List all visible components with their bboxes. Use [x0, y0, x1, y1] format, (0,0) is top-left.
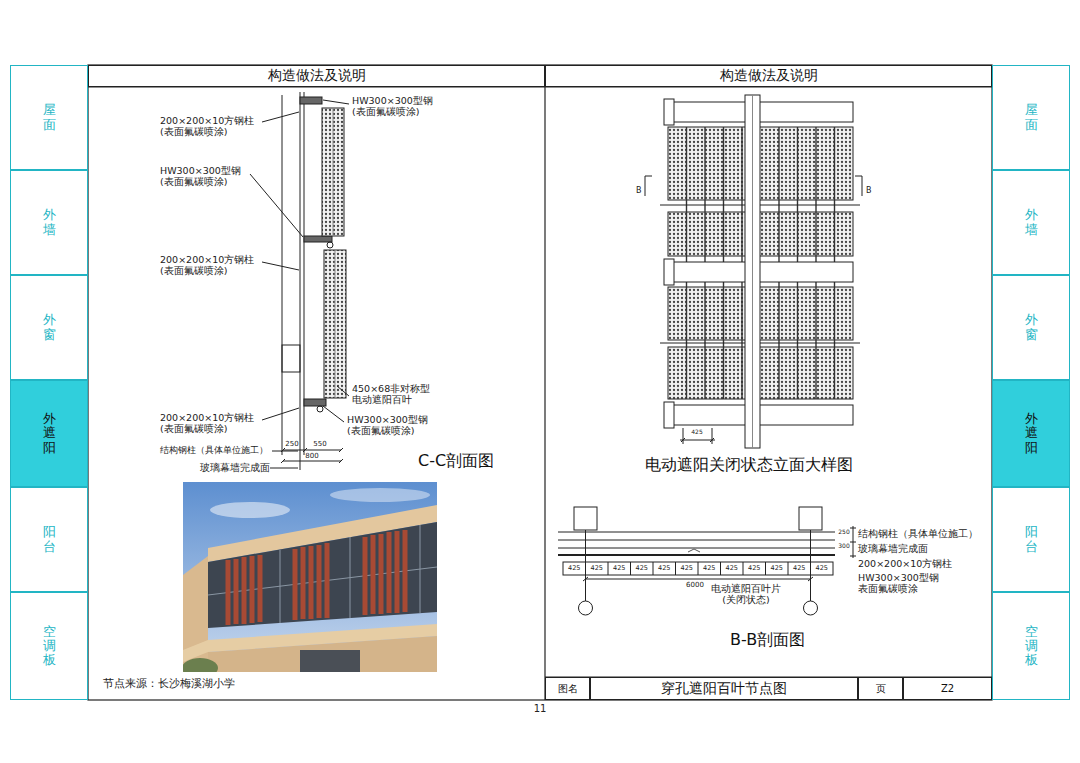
dimension-text: 425 — [658, 565, 670, 572]
bb-section — [558, 507, 856, 615]
sheet-frame — [88, 65, 992, 700]
tab-label: 屋面 — [1025, 103, 1038, 132]
header-cell: 构造做法及说明 — [545, 65, 992, 87]
callout-label: HW300×300型钢 (表面氟碳喷涂) — [347, 415, 428, 437]
drawing-title: 电动遮阳关闭状态立面大样图 — [645, 456, 853, 474]
nav-tab: 外墙 — [10, 170, 88, 275]
title-block-cell: Z2 — [903, 677, 992, 700]
nav-tab: 外遮阳 — [10, 380, 88, 487]
dimension-text: 425 — [691, 429, 702, 436]
callout-label: 200×200×10方钢柱 (表面氟碳喷涂) — [160, 116, 254, 138]
nav-tab: 外窗 — [10, 275, 88, 380]
dimension-text: 425 — [748, 565, 760, 572]
tab-label: 外遮阳 — [1025, 412, 1038, 455]
callout-label: HW300×300型钢 (表面氟碳喷涂) — [160, 166, 241, 188]
nav-tab: 屋面 — [10, 65, 88, 170]
elevation — [645, 95, 862, 448]
callout-label: 200×200×10方钢柱 — [858, 559, 952, 570]
cell-text: 构造做法及说明 — [268, 67, 366, 85]
title-block-cell: 图名 — [545, 677, 590, 700]
callout-label: 电动遮阳百叶片 (关闭状态) — [711, 584, 781, 606]
tab-label: 外遮阳 — [43, 412, 56, 455]
dimension-text: 425 — [793, 565, 805, 572]
dimension-text: 425 — [591, 565, 603, 572]
cell-text: 穿孔遮阳百叶节点图 — [661, 680, 787, 698]
dimension-text: 425 — [568, 565, 580, 572]
dimension-text: 425 — [771, 565, 783, 572]
callout-label: HW300×300型钢 (表面氟碳喷涂) — [352, 96, 433, 118]
cell-text: 构造做法及说明 — [720, 67, 818, 85]
tab-label: 屋面 — [43, 103, 56, 132]
cell-text: Z2 — [941, 683, 954, 694]
dimension-text: 250 — [838, 529, 849, 536]
dimension-text: 425 — [726, 565, 738, 572]
dimension-text: 425 — [681, 565, 693, 572]
nav-tab: 阳台 — [992, 487, 1070, 592]
dimension-text: 300 — [838, 543, 849, 550]
drawing-title: C-C剖面图 — [418, 452, 494, 470]
dimension-text: 425 — [613, 565, 625, 572]
tab-label: 外墙 — [1025, 208, 1038, 237]
callout-label: 200×200×10方钢柱 (表面氟碳喷涂) — [160, 255, 254, 277]
dimension-text: 6000 — [686, 581, 704, 589]
callout-label: 玻璃幕墙完成面 — [858, 544, 928, 555]
dimension-text: 425 — [636, 565, 648, 572]
tab-label: 外墙 — [43, 208, 56, 237]
nav-tab: 外墙 — [992, 170, 1070, 275]
site-photo — [183, 482, 437, 672]
nav-tab: 外窗 — [992, 275, 1070, 380]
page-number: 11 — [534, 703, 547, 715]
tab-label: 空调板 — [43, 625, 56, 668]
header-cell: 构造做法及说明 — [88, 65, 545, 87]
callout-label: 200×200×10方钢柱 (表面氟碳喷涂) — [160, 413, 254, 435]
callout-label: 结构钢柱（具体单位施工） — [160, 445, 268, 455]
callout-label: HW300×300型钢 表面氟碳喷涂 — [858, 573, 939, 595]
cc-section — [250, 92, 349, 470]
section-mark: B — [866, 186, 872, 195]
tab-label: 外窗 — [1025, 313, 1038, 342]
dimension-text: 800 — [305, 452, 318, 460]
tab-label: 阳台 — [43, 525, 56, 554]
cell-text: 页 — [876, 682, 886, 696]
source-note: 节点来源：长沙梅溪湖小学 — [103, 678, 235, 691]
drawing-title: B-B剖面图 — [730, 631, 805, 649]
dimension-text: 550 — [313, 440, 326, 448]
tab-label: 外窗 — [43, 313, 56, 342]
callout-label: 玻璃幕墙完成面 — [200, 463, 270, 474]
dimension-text: 425 — [703, 565, 715, 572]
nav-tab: 空调板 — [992, 592, 1070, 700]
callout-label: 结构钢柱（具体单位施工） — [858, 529, 978, 540]
tab-label: 阳台 — [1025, 525, 1038, 554]
dimension-text: 425 — [816, 565, 828, 572]
section-mark: B — [636, 186, 642, 195]
nav-tab: 空调板 — [10, 592, 88, 700]
nav-tab: 外遮阳 — [992, 380, 1070, 487]
dimension-text: 250 — [285, 440, 298, 448]
title-block-cell: 穿孔遮阳百叶节点图 — [590, 677, 858, 700]
tab-label: 空调板 — [1025, 625, 1038, 668]
nav-tab: 阳台 — [10, 487, 88, 592]
title-block-cell: 页 — [858, 677, 903, 700]
cell-text: 图名 — [558, 682, 578, 696]
nav-tab: 屋面 — [992, 65, 1070, 170]
callout-label: 450×68非对称型 电动遮阳百叶 — [352, 384, 430, 406]
